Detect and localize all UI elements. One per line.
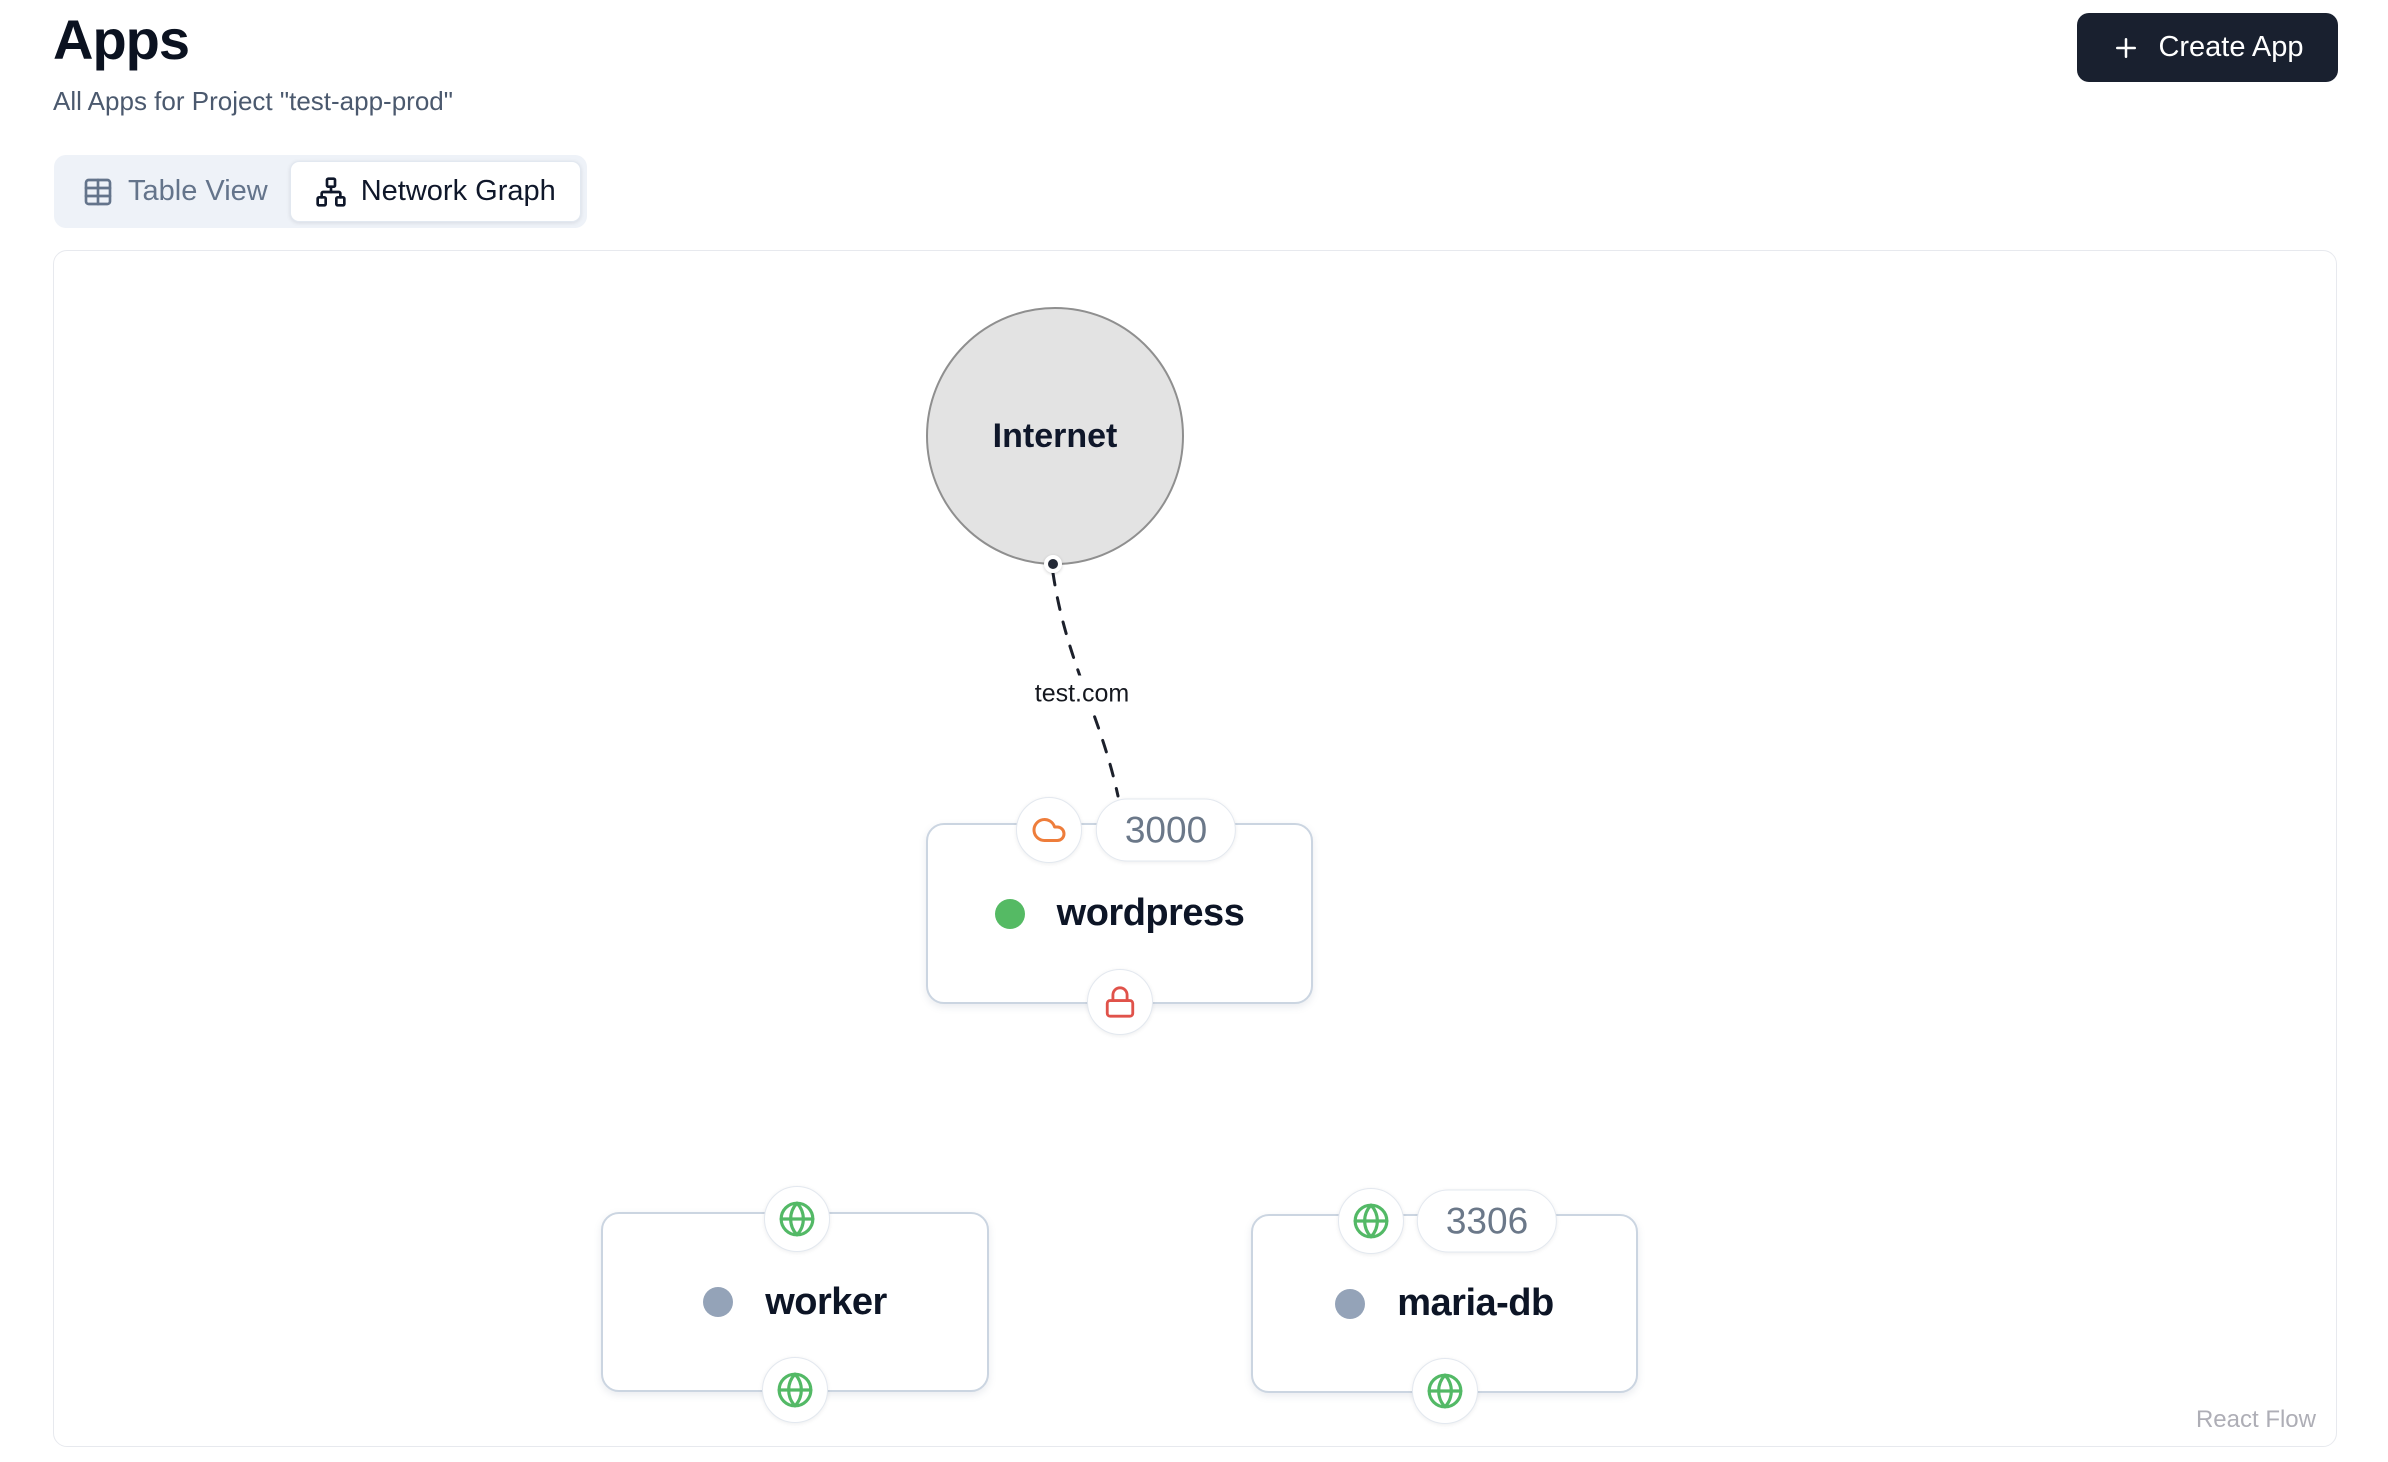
- globe-icon: [1352, 1202, 1390, 1240]
- tab-table-view-label: Table View: [128, 175, 268, 207]
- table-icon: [82, 176, 114, 208]
- lock-icon: [1103, 985, 1137, 1019]
- create-app-button[interactable]: Create App: [2077, 13, 2338, 82]
- page-title: Apps: [53, 8, 190, 71]
- node-maria-db[interactable]: 3306 maria-db: [1251, 1188, 1638, 1424]
- globe-badge-worker-bottom[interactable]: [762, 1357, 828, 1423]
- globe-badge-worker-top[interactable]: [764, 1186, 830, 1252]
- status-dot-stopped: [1335, 1288, 1366, 1319]
- plus-icon: [2111, 33, 2141, 63]
- status-dot-stopped: [703, 1287, 734, 1317]
- node-maria-db-label: maria-db: [1397, 1282, 1554, 1324]
- create-app-label: Create App: [2158, 31, 2304, 63]
- lock-badge[interactable]: [1086, 969, 1153, 1035]
- cloud-badge[interactable]: [1016, 797, 1082, 863]
- node-internet[interactable]: Internet: [926, 307, 1184, 565]
- node-internet-label: Internet: [992, 416, 1118, 455]
- tab-table-view[interactable]: Table View: [60, 161, 290, 222]
- port-badge-wordpress: 3000: [1095, 798, 1237, 862]
- globe-icon: [1426, 1372, 1464, 1410]
- tab-network-graph-label: Network Graph: [360, 175, 556, 207]
- node-wordpress-label: wordpress: [1056, 892, 1245, 934]
- edge-label-domain: test.com: [1022, 675, 1142, 713]
- internet-connection-handle[interactable]: [1044, 555, 1062, 573]
- port-badge-mariadb: 3306: [1416, 1189, 1558, 1253]
- page-header: Apps All Apps for Project "test-app-prod…: [53, 4, 453, 118]
- status-dot-running: [994, 898, 1025, 929]
- network-graph-canvas[interactable]: Internet test.com 3000 wordpress worker: [53, 250, 2337, 1447]
- cloud-icon: [1031, 812, 1067, 848]
- network-icon: [315, 176, 347, 208]
- react-flow-attribution[interactable]: React Flow: [2185, 1402, 2326, 1438]
- globe-icon: [776, 1371, 814, 1409]
- node-wordpress[interactable]: 3000 wordpress: [926, 797, 1313, 1035]
- page-subtitle: All Apps for Project "test-app-prod": [53, 86, 453, 116]
- globe-badge-mariadb-top[interactable]: [1338, 1188, 1404, 1254]
- node-worker-label: worker: [765, 1280, 887, 1323]
- globe-badge-mariadb-bottom[interactable]: [1411, 1358, 1478, 1424]
- globe-icon: [778, 1200, 816, 1238]
- view-mode-tabs: Table View Network Graph: [54, 155, 587, 228]
- node-worker[interactable]: worker: [601, 1186, 989, 1423]
- tab-network-graph[interactable]: Network Graph: [289, 161, 581, 222]
